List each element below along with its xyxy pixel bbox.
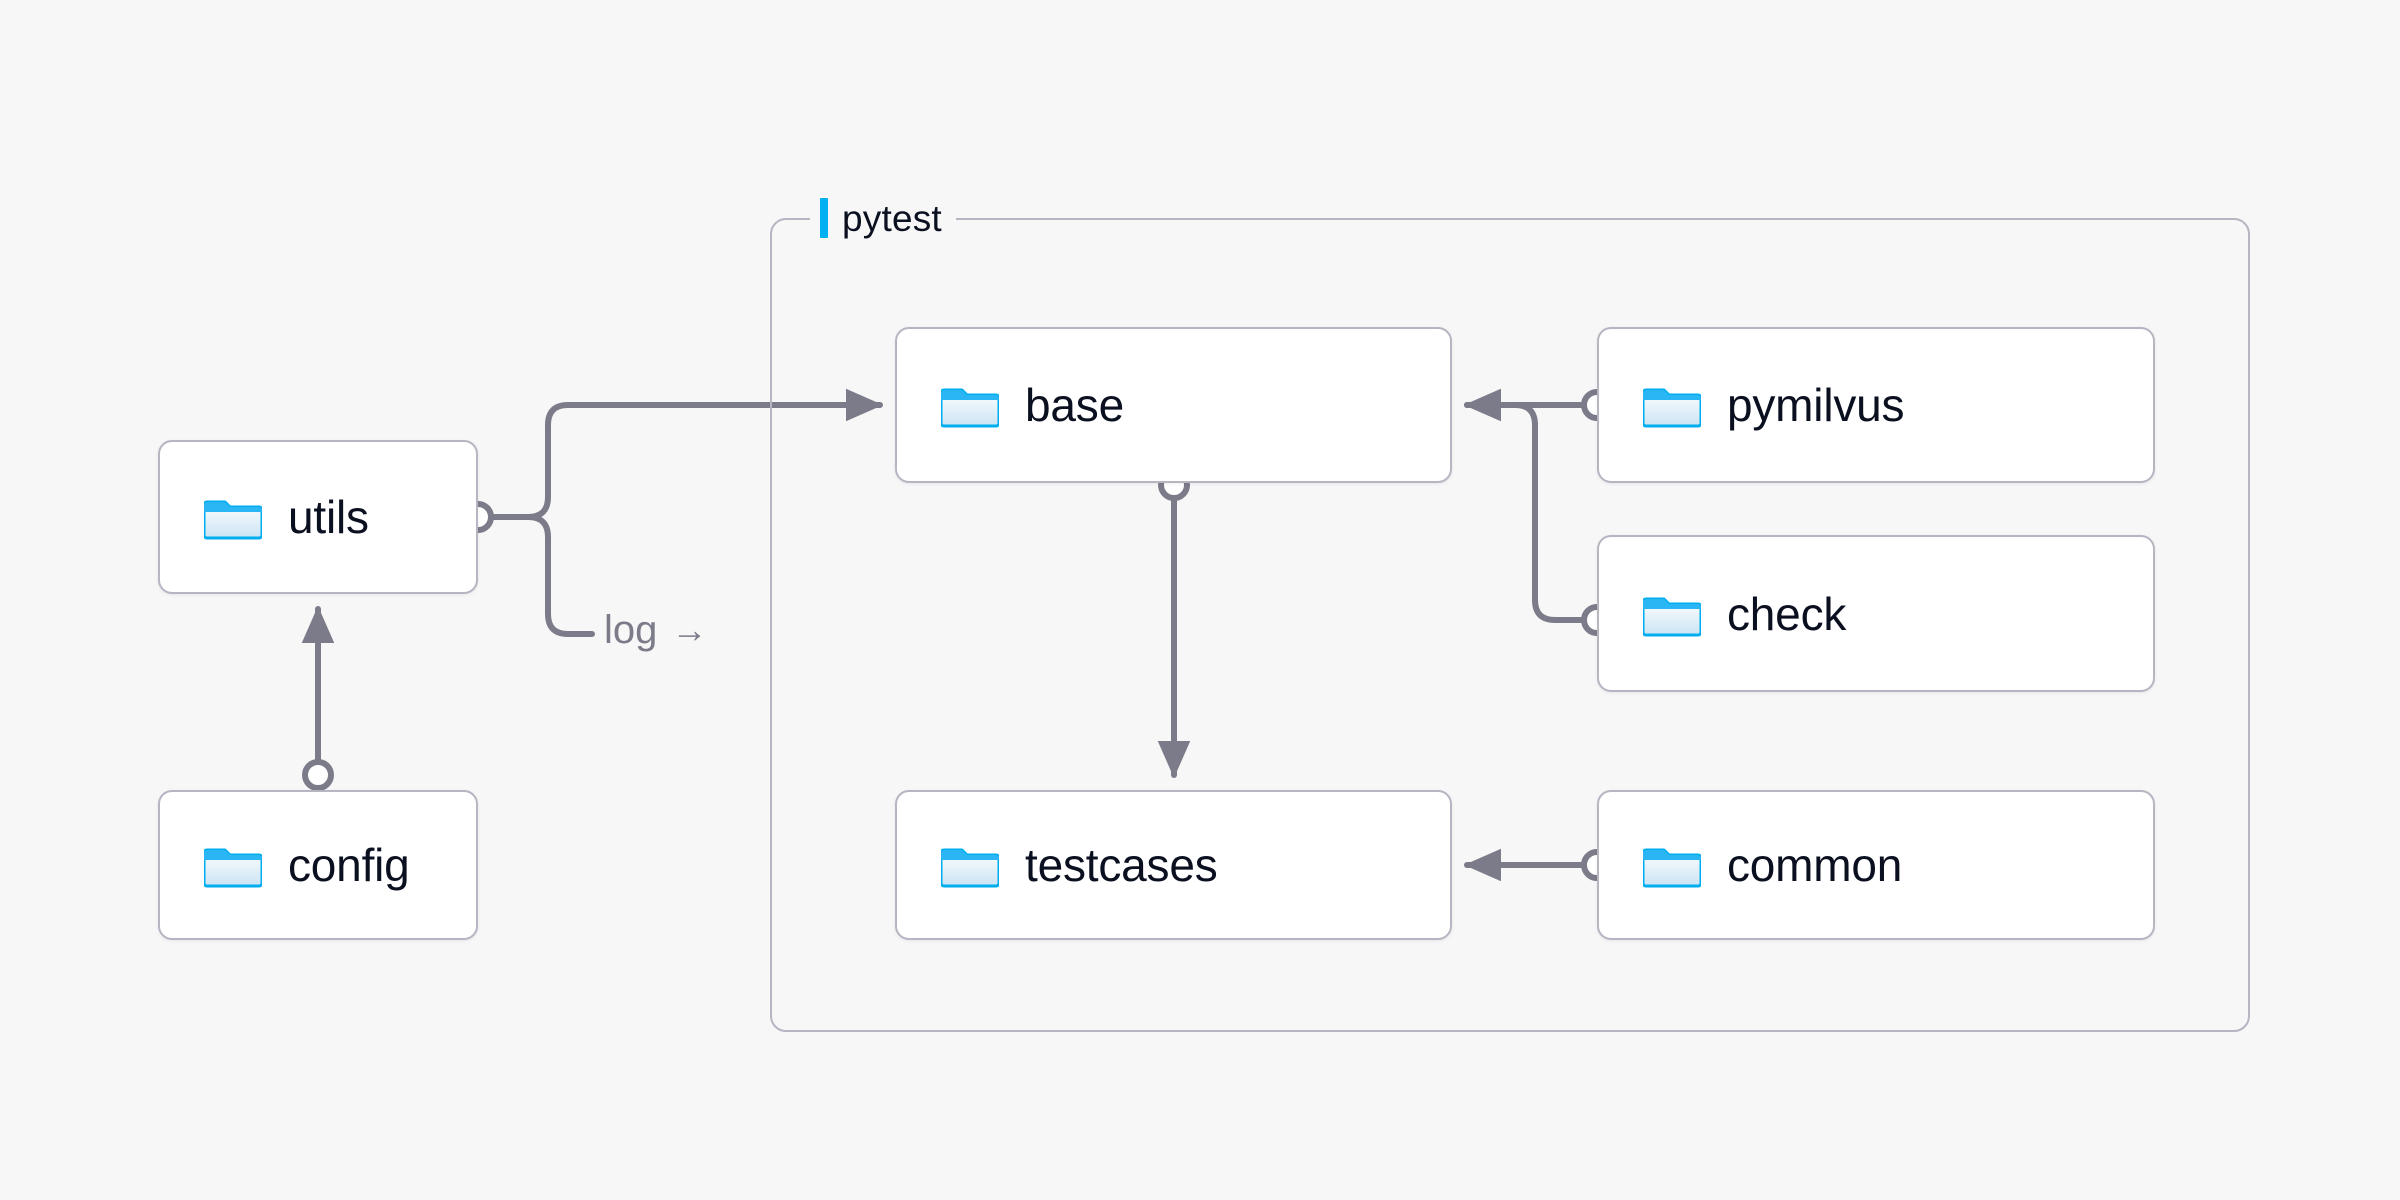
node-config[interactable]: config xyxy=(158,790,478,940)
folder-icon xyxy=(1643,848,1701,888)
node-base[interactable]: base xyxy=(895,327,1452,483)
folder-icon xyxy=(941,848,999,888)
folder-icon xyxy=(941,388,999,428)
node-check[interactable]: check xyxy=(1597,535,2155,692)
group-pytest-label: pytest xyxy=(842,197,942,239)
port-config-top xyxy=(302,759,334,791)
edge-label-log: log → xyxy=(604,610,707,650)
node-utils-label: utils xyxy=(288,491,369,543)
edge-label-log-text: log xyxy=(604,608,658,652)
folder-icon xyxy=(1643,597,1701,636)
node-pymilvus[interactable]: pymilvus xyxy=(1597,327,2155,483)
group-pytest-label-wrap: pytest xyxy=(810,192,956,244)
accent-bar-icon xyxy=(820,198,828,238)
node-testcases[interactable]: testcases xyxy=(895,790,1452,940)
node-common-label: common xyxy=(1727,839,1903,891)
node-utils[interactable]: utils xyxy=(158,440,478,594)
node-config-label: config xyxy=(288,839,410,891)
folder-icon xyxy=(204,500,262,540)
node-base-label: base xyxy=(1025,379,1124,431)
node-common[interactable]: common xyxy=(1597,790,2155,940)
edge-utils-to-log xyxy=(525,514,595,637)
folder-icon xyxy=(204,848,262,888)
node-testcases-label: testcases xyxy=(1025,839,1218,891)
node-pymilvus-label: pymilvus xyxy=(1727,379,1905,431)
arrow-right-icon: → xyxy=(671,609,708,650)
group-pytest[interactable] xyxy=(770,218,2250,1032)
node-check-label: check xyxy=(1727,587,1847,640)
folder-icon xyxy=(1643,388,1701,428)
